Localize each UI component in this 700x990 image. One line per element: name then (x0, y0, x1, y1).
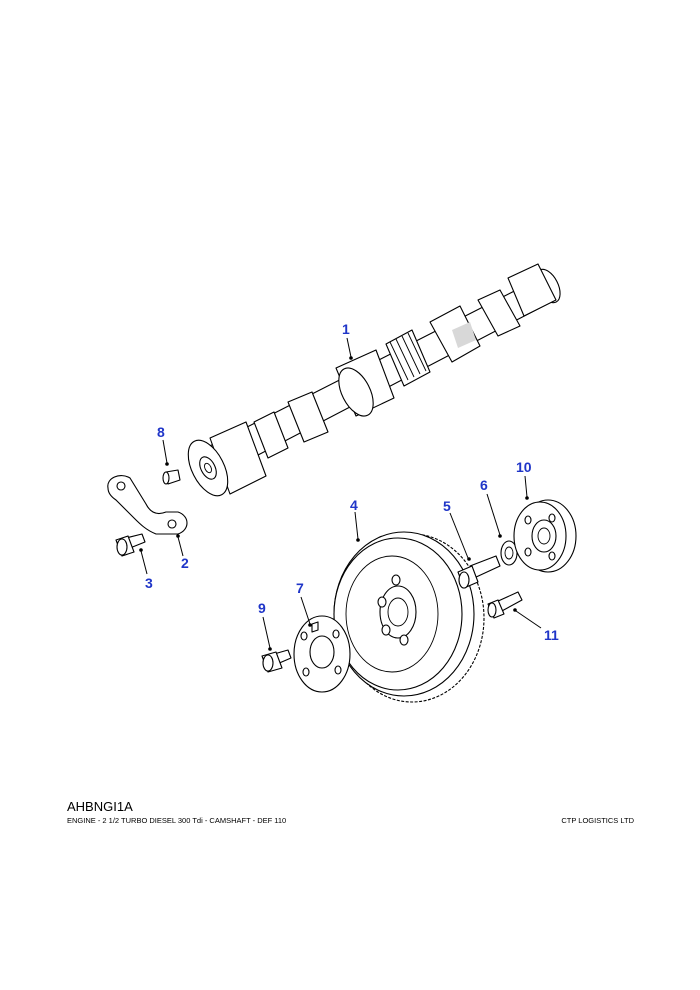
callout-7: 7 (296, 580, 304, 596)
callout-8: 8 (157, 424, 165, 440)
company-name: CTP LOGISTICS LTD (561, 816, 634, 825)
callout-5: 5 (443, 498, 451, 514)
callout-10: 10 (516, 459, 532, 475)
bolt-part (115, 533, 146, 557)
hub-bolt-part (487, 591, 523, 619)
diagram-caption: ENGINE - 2 1/2 TURBO DIESEL 300 Tdi - CA… (67, 816, 287, 825)
callout-2: 2 (181, 555, 189, 571)
dowel-pin-part (162, 469, 181, 485)
camshaft-gear-part (333, 531, 485, 703)
camshaft-part (187, 263, 561, 497)
flange-bolt-part (261, 649, 292, 673)
flange-plate-part (293, 615, 351, 693)
diagram-code: AHBNGI1A (67, 799, 133, 814)
callout-11: 11 (544, 627, 559, 643)
callout-9: 9 (258, 600, 266, 616)
gear-bolt-part (457, 555, 501, 589)
leader-lines (139, 337, 542, 651)
hub-part (513, 499, 577, 573)
callout-3: 3 (145, 575, 153, 591)
callout-1: 1 (342, 321, 350, 337)
thrust-plate-part (107, 475, 188, 535)
callout-6: 6 (480, 477, 488, 493)
callout-4: 4 (350, 497, 358, 513)
